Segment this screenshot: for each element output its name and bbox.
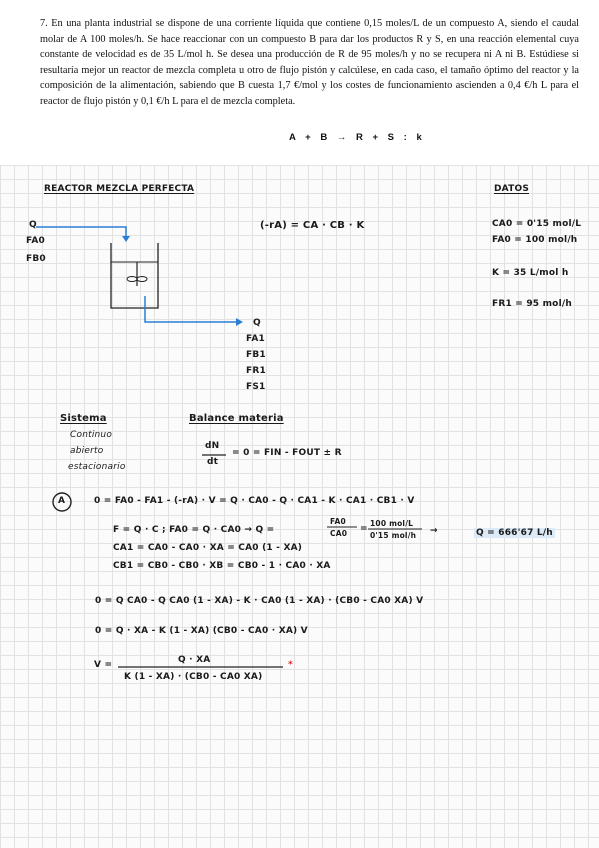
datos-k: K = 35 L/mol h: [492, 268, 569, 278]
outlet-fa1-label: FA1: [246, 334, 265, 344]
volume-star-mark: *: [288, 660, 293, 670]
outlet-fr1-label: FR1: [246, 366, 266, 376]
q-value-denominator: 0'15 mol/h: [370, 531, 417, 540]
problem-statement: 7. En una planta industrial se dispone d…: [0, 0, 599, 165]
volume-lhs: V =: [94, 660, 113, 670]
sistema-abierto: abierto: [70, 446, 104, 456]
sistema-title: Sistema: [60, 413, 107, 424]
datos-title: DATOS: [494, 184, 530, 194]
cb1-equation: CB1 = CB0 - CB0 · XB = CB0 - 1 · CA0 · X…: [113, 561, 331, 571]
rate-equation: (-rA) = CA · CB · K: [260, 220, 365, 231]
inlet-fa0-label: FA0: [26, 236, 45, 246]
balance-numerator: dN: [205, 441, 220, 451]
q-result-arrow: →: [430, 526, 438, 536]
outlet-fs1-label: FS1: [246, 382, 266, 392]
reactor-tank: [110, 243, 159, 309]
reactor-title: REACTOR MEZCLA PERFECTA: [44, 184, 195, 194]
outlet-q-label: Q: [253, 318, 261, 328]
outlet-fb1-label: FB1: [246, 350, 266, 360]
stirrer-blade-left: [126, 276, 138, 282]
inlet-q-label: Q: [29, 220, 37, 230]
flow-relation-equation: F = Q · C ; FA0 = Q · CA0 → Q =: [113, 525, 275, 535]
q-fraction-numerator: FA0: [330, 517, 346, 526]
part-a-label: A: [58, 496, 66, 506]
outlet-arrow-icon: [236, 318, 243, 326]
balance-title: Balance materia: [189, 413, 284, 424]
datos-fa0: FA0 = 100 mol/h: [492, 235, 578, 245]
datos-fr1: FR1 = 95 mol/h: [492, 299, 572, 309]
outlet-line: [144, 296, 238, 323]
balance-equation: = 0 = FIN - FOUT ± R: [232, 448, 342, 458]
sistema-continuo: Continuo: [70, 430, 113, 440]
stirrer-blade-right: [136, 276, 148, 282]
mass-balance-equation: 0 = FA0 - FA1 - (-rA) · V = Q · CA0 - Q …: [94, 496, 415, 506]
ca1-equation: CA1 = CA0 - CA0 · XA = CA0 (1 - XA): [113, 543, 303, 553]
sistema-estacionario: estacionario: [68, 462, 126, 472]
inlet-fb0-label: FB0: [26, 254, 46, 264]
part-a-circle: [52, 492, 72, 512]
simplified-balance: 0 = Q · XA - K (1 - XA) (CB0 - CA0 · XA)…: [95, 626, 308, 636]
problem-text: 7. En una planta industrial se dispone d…: [40, 18, 579, 107]
inlet-line: [36, 226, 127, 238]
balance-denominator: dt: [207, 457, 219, 467]
volume-numerator: Q · XA: [178, 655, 211, 665]
substituted-balance: 0 = Q CA0 - Q CA0 (1 - XA) - K · CA0 (1 …: [95, 596, 424, 606]
q-value-numerator: 100 mol/L: [370, 519, 414, 528]
q-fraction-equals: =: [360, 524, 368, 534]
datos-ca0: CA0 = 0'15 mol/L: [492, 219, 582, 229]
volume-denominator: K (1 - XA) · (CB0 - CA0 XA): [124, 672, 263, 682]
q-result: Q = 666'67 L/h: [474, 528, 555, 538]
notes-grid: [0, 165, 599, 848]
inlet-arrow-icon: [122, 236, 130, 242]
reaction-equation: A + B → R + S : k: [289, 132, 423, 143]
q-fraction-denominator: CA0: [330, 529, 348, 538]
